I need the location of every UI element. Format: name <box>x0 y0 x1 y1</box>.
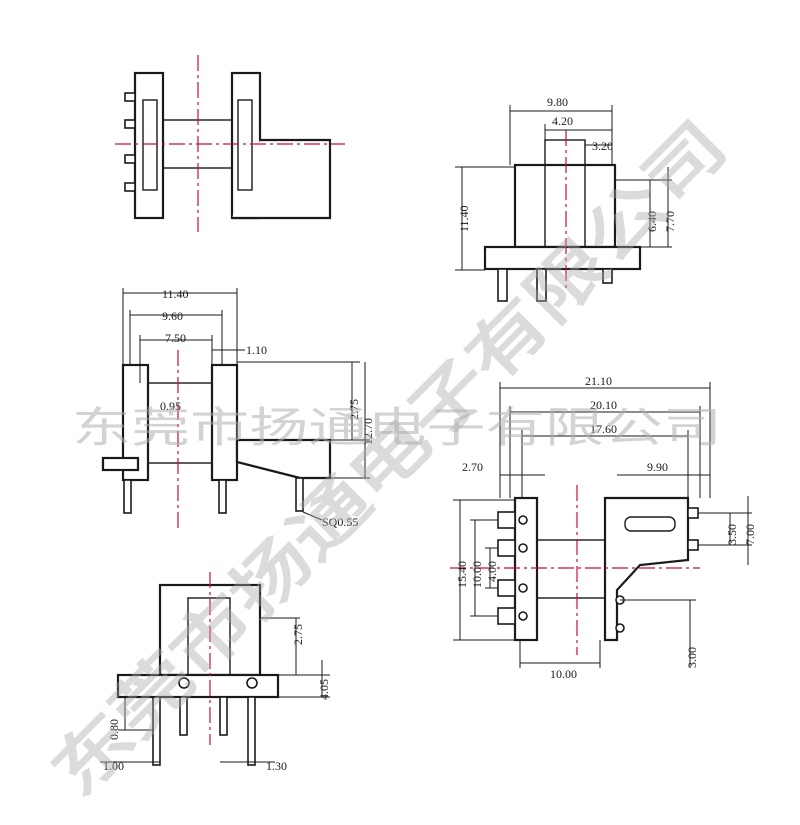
right-inner-slot <box>237 99 253 191</box>
end-base <box>116 673 280 699</box>
pin-4 <box>124 182 136 192</box>
front-pin-2 <box>218 479 227 514</box>
dim-tr-right-block: 9.90 <box>647 460 668 474</box>
end-pin-2 <box>179 696 188 736</box>
dim-front-width-inner: 7.50 <box>165 331 186 345</box>
side-pin-2 <box>536 268 547 302</box>
tr-right-pin-2 <box>687 539 699 551</box>
view-side-right: 9.80 4.20 3.20 11.40 6.40 7.70 <box>455 95 677 302</box>
pin-3 <box>124 154 136 164</box>
dim-end-height-a: 2.75 <box>291 624 305 645</box>
end-pin-1 <box>152 696 161 766</box>
dim-tr-pitch-a: 10.00 <box>470 561 484 588</box>
dim-front-width-total: 11.40 <box>162 287 189 301</box>
side-pin-1 <box>497 268 508 302</box>
dim-width-inner: 4.20 <box>552 114 573 128</box>
dim-end-pitch: 1.00 <box>103 759 124 773</box>
dim-front-flange: 1.10 <box>246 343 267 357</box>
dim-front-pin-dia: 0.95 <box>160 399 181 413</box>
side-pin-3 <box>602 268 613 284</box>
tr-hole-2 <box>518 543 528 553</box>
end-pin-3 <box>219 696 228 736</box>
end-hole-1 <box>178 677 190 689</box>
pin-1 <box>124 92 136 102</box>
tr-hole-3 <box>518 583 528 593</box>
view-end-bottom: 2.75 4.05 0.80 1.00 1.30 <box>100 572 331 773</box>
watermark-horizontal: 东莞市扬通电子有限公司 <box>72 405 722 452</box>
front-pin-1 <box>123 479 132 514</box>
dim-width-total: 9.80 <box>547 95 568 109</box>
front-pin-3 <box>295 477 304 512</box>
dim-tr-pitch-b: 4.00 <box>485 561 499 582</box>
tab-plate <box>232 138 332 220</box>
dim-tr-right-total: 7.00 <box>743 524 757 545</box>
tr-right-pin-1 <box>687 507 699 519</box>
left-inner-slot <box>142 99 158 191</box>
dim-tr-length-total: 21.10 <box>585 374 612 388</box>
dim-tr-left-offset: 2.70 <box>462 460 483 474</box>
dim-tr-bottom-len: 10.00 <box>550 667 577 681</box>
side-core <box>544 139 586 248</box>
dim-height-a: 6.40 <box>645 211 659 232</box>
tr-pin-1 <box>497 511 516 529</box>
tr-pin-2 <box>497 539 516 557</box>
front-core <box>147 382 213 464</box>
view-top-left <box>115 55 345 232</box>
dim-tr-length-c: 17.60 <box>590 422 617 436</box>
dim-front-width-mid: 9.60 <box>162 309 183 323</box>
left-flange <box>133 71 165 220</box>
tr-slot <box>624 516 676 532</box>
dim-front-pin-sq: SQ0.55 <box>322 515 358 529</box>
pin-2 <box>124 119 136 129</box>
front-left-nub <box>101 456 140 472</box>
dim-end-pin-len: 0.80 <box>107 719 121 740</box>
dim-front-height-a: 2.75 <box>347 399 361 420</box>
tr-hole-4 <box>518 611 528 621</box>
end-pin-4 <box>247 696 256 766</box>
dim-tr-right-pitch: 3.50 <box>725 524 739 545</box>
tr-pin-b <box>615 623 625 633</box>
dim-offset: 3.20 <box>592 139 613 153</box>
tr-pin-4 <box>497 607 516 625</box>
end-hole-2 <box>246 677 258 689</box>
dim-tr-bottom-pin: 3.00 <box>685 647 699 668</box>
tr-pin-3 <box>497 579 516 597</box>
tr-right-block <box>603 496 690 642</box>
tr-hole-1 <box>518 515 528 525</box>
dim-end-spacing: 1.30 <box>266 759 287 773</box>
side-body <box>513 163 617 249</box>
dim-end-height-b: 4.05 <box>317 679 331 700</box>
view-front-left: 11.40 9.60 7.50 1.10 0.95 2.75 12.70 SQ0… <box>101 287 375 530</box>
dim-tr-length-b: 20.10 <box>590 398 617 412</box>
front-tab <box>235 438 332 480</box>
dim-tr-height-total: 15.40 <box>455 561 469 588</box>
dim-front-height-b: 12.70 <box>361 418 375 445</box>
view-top-right: 21.10 20.10 17.60 2.70 9.90 15.40 10.00 … <box>450 374 757 681</box>
dim-height-b: 7.70 <box>663 211 677 232</box>
dim-height-total: 11.40 <box>457 205 471 232</box>
